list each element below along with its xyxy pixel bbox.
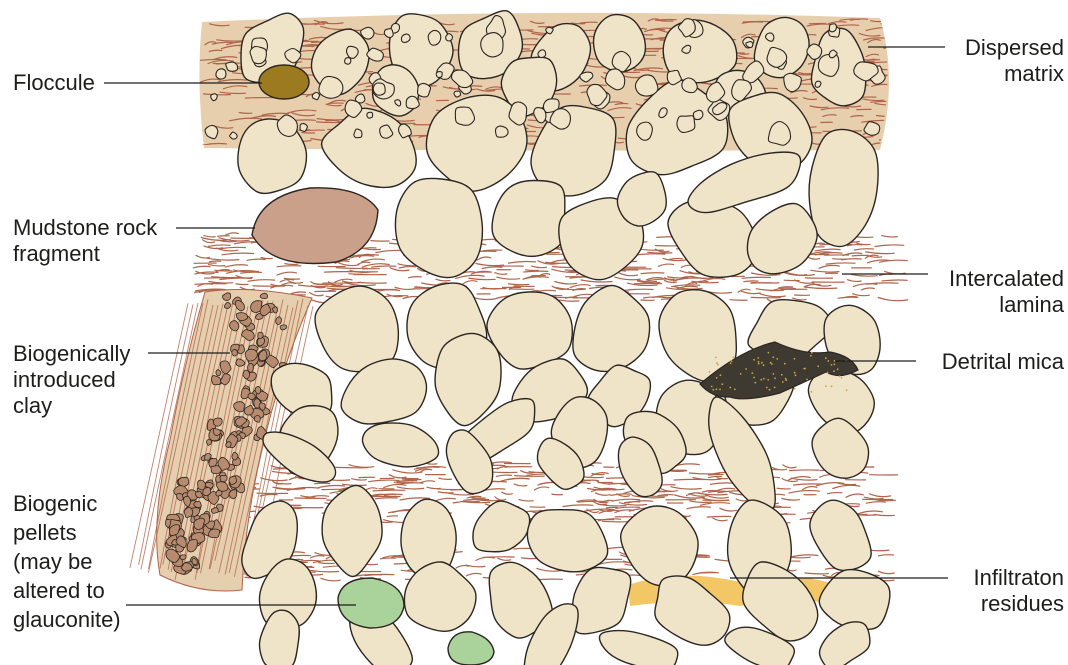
floccule-particle bbox=[259, 65, 309, 99]
matrix-grain bbox=[401, 34, 410, 42]
label-infiltration-residues: Infiltraton residues bbox=[974, 565, 1065, 617]
matrix-grain bbox=[211, 94, 218, 101]
matrix-grain bbox=[637, 122, 653, 140]
glauconite-pellet bbox=[338, 578, 404, 628]
biogenic-clay-pellet bbox=[229, 476, 237, 485]
matrix-grain bbox=[428, 30, 441, 45]
biogenic-clay-pellet bbox=[220, 475, 227, 481]
matrix-grain bbox=[815, 81, 821, 87]
biogenic-clay-pellet bbox=[198, 480, 206, 490]
matrix-grain bbox=[818, 54, 839, 76]
biogenic-clay-pellet bbox=[208, 529, 219, 538]
sand-grain bbox=[820, 622, 870, 665]
matrix-grain bbox=[346, 46, 358, 58]
biogenic-clay-pellet bbox=[258, 332, 263, 338]
matrix-grain bbox=[250, 46, 266, 63]
biogenic-clay-pellet bbox=[236, 313, 247, 321]
biogenic-clay-pellet bbox=[211, 508, 218, 514]
label-biogenically-introduced-clay: Biogenically introduced clay bbox=[13, 341, 130, 419]
matrix-grain bbox=[418, 83, 431, 96]
biogenic-clay-pellet bbox=[214, 418, 223, 426]
matrix-grain bbox=[693, 110, 702, 119]
label-mudstone-rock-fragment: Mudstone rock fragment bbox=[13, 215, 157, 267]
biogenic-clay-pellet bbox=[211, 466, 221, 474]
biogenic-clay-pellet bbox=[180, 555, 186, 560]
matrix-grain bbox=[635, 75, 658, 96]
sand-grain bbox=[617, 172, 666, 226]
biogenic-clay-pellet bbox=[195, 491, 202, 497]
biogenic-clay-pellet bbox=[216, 490, 222, 496]
matrix-grain bbox=[373, 83, 385, 95]
matrix-grain bbox=[216, 69, 226, 79]
label-floccule: Floccule bbox=[13, 70, 95, 96]
biogenic-clay-pellet bbox=[254, 415, 260, 422]
label-dispersed-matrix: Dispersed matrix bbox=[965, 35, 1064, 87]
biogenic-clay-pellet bbox=[178, 477, 188, 486]
matrix-grain bbox=[436, 72, 442, 78]
glauconite-pellet bbox=[448, 632, 494, 665]
label-detrital-mica: Detrital mica bbox=[942, 349, 1064, 375]
biogenic-clay-pellet bbox=[203, 488, 211, 496]
sand-grain bbox=[362, 423, 438, 467]
biogenic-clay-pellet bbox=[248, 393, 255, 400]
biogenic-clay-pellet bbox=[245, 349, 257, 361]
biogenic-clay-pellet bbox=[205, 453, 212, 460]
matrix-grain bbox=[454, 91, 461, 97]
biogenic-clay-pellet bbox=[255, 386, 261, 394]
biogenic-clay-pellet bbox=[194, 501, 201, 507]
matrix-grain bbox=[345, 58, 351, 65]
matrix-grain bbox=[384, 29, 393, 38]
sand-grain bbox=[322, 485, 382, 576]
sand-grain bbox=[492, 181, 565, 257]
matrix-grain bbox=[367, 112, 373, 118]
matrix-grain bbox=[496, 126, 509, 137]
mudstone-fragment bbox=[252, 188, 378, 264]
matrix-grain bbox=[677, 116, 695, 133]
label-intercalated-lamina: Intercalated lamina bbox=[949, 266, 1064, 318]
matrix-grain bbox=[300, 123, 307, 131]
sand-grain bbox=[572, 567, 630, 633]
matrix-grain bbox=[455, 107, 474, 125]
matrix-grain bbox=[312, 92, 319, 99]
matrix-grain bbox=[481, 33, 503, 57]
matrix-grain bbox=[226, 62, 238, 71]
biogenic-clay-pellet bbox=[248, 363, 254, 372]
sand-grain bbox=[395, 178, 482, 277]
matrix-grain bbox=[354, 129, 362, 138]
sand-grain bbox=[810, 500, 871, 570]
sand-grain bbox=[473, 501, 530, 552]
sand-grain bbox=[809, 129, 878, 246]
sand-grain bbox=[600, 631, 678, 665]
biogenic-clay-pellet bbox=[184, 507, 193, 517]
matrix-grain bbox=[319, 76, 343, 98]
biogenic-clay-pellet bbox=[276, 317, 282, 325]
biogenic-clay-pellet bbox=[182, 563, 193, 571]
matrix-grain bbox=[446, 34, 453, 41]
biogenic-clay-pellet bbox=[232, 349, 238, 356]
label-biogenic-pellets: Biogenic pellets (may be altered to glau… bbox=[13, 489, 121, 634]
matrix-grain bbox=[829, 24, 836, 32]
sand-grain bbox=[435, 333, 501, 425]
matrix-grain bbox=[538, 50, 546, 58]
sand-grain bbox=[747, 204, 817, 274]
